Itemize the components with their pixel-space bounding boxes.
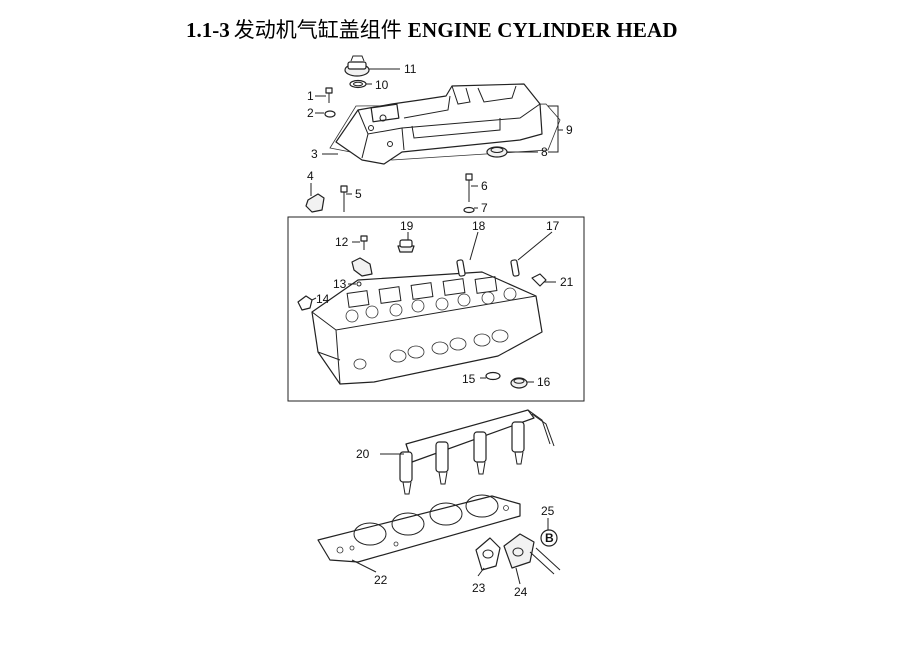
washer-7 bbox=[463, 206, 475, 214]
title-english: ENGINE CYLINDER HEAD bbox=[407, 18, 678, 42]
cylinder-head-frame bbox=[287, 216, 585, 402]
callout-5: 5 bbox=[355, 187, 362, 201]
title-code: 1.1-3 bbox=[186, 18, 230, 42]
plug-21 bbox=[531, 273, 547, 287]
title-chinese: 发动机气缸盖组件 bbox=[233, 18, 402, 42]
fuel-rail-group bbox=[399, 409, 555, 495]
bolt-6 bbox=[465, 173, 473, 181]
seal-15 bbox=[485, 371, 501, 381]
sleeve-18 bbox=[456, 259, 466, 277]
cap-part-4 bbox=[305, 193, 325, 213]
cylinder-head bbox=[311, 271, 543, 385]
injector-1 bbox=[399, 451, 413, 495]
callout-11: 11 bbox=[404, 62, 417, 76]
callout-21: 21 bbox=[560, 275, 574, 289]
loose-hardware bbox=[305, 173, 475, 214]
head-gasket-group bbox=[317, 494, 521, 563]
callout-14: 14 bbox=[316, 292, 330, 306]
callout-19: 19 bbox=[400, 219, 414, 233]
marker-circle bbox=[540, 529, 558, 547]
callout-18: 18 bbox=[472, 219, 486, 233]
callout-23: 23 bbox=[472, 581, 486, 595]
callout-labels: 11 10 1 2 3 8 9 4 5 6 7 12 19 18 17 21 1… bbox=[307, 62, 574, 599]
callout-7: 7 bbox=[481, 201, 488, 215]
fitting-14 bbox=[297, 295, 313, 311]
leader-lines bbox=[310, 68, 563, 585]
callout-13: 13 bbox=[333, 277, 347, 291]
bolt-5 bbox=[340, 185, 348, 193]
cylinder-head-group bbox=[297, 235, 547, 389]
callout-1: 1 bbox=[307, 89, 314, 103]
callout-20: 20 bbox=[356, 447, 370, 461]
marker-b: B bbox=[545, 531, 554, 545]
callout-15: 15 bbox=[462, 372, 476, 386]
gasket-23 bbox=[475, 537, 501, 571]
plug-19 bbox=[399, 239, 413, 248]
cylinder-head-cover-group bbox=[324, 55, 561, 165]
injector-3 bbox=[473, 431, 487, 475]
callout-4: 4 bbox=[307, 169, 314, 183]
callout-17: 17 bbox=[546, 219, 560, 233]
injector-2 bbox=[435, 441, 449, 485]
callout-12: 12 bbox=[335, 235, 349, 249]
callout-10: 10 bbox=[375, 78, 389, 92]
callout-3: 3 bbox=[311, 147, 318, 161]
flange-group bbox=[475, 529, 561, 575]
callout-8: 8 bbox=[541, 145, 548, 159]
sleeve-17 bbox=[510, 259, 520, 277]
callout-22: 22 bbox=[374, 573, 388, 587]
callout-9: 9 bbox=[566, 123, 573, 137]
callout-2: 2 bbox=[307, 106, 314, 120]
bolt-12 bbox=[360, 235, 368, 242]
bracket bbox=[351, 257, 373, 277]
callout-24: 24 bbox=[514, 585, 528, 599]
callout-6: 6 bbox=[481, 179, 488, 193]
injector-4 bbox=[511, 421, 525, 465]
callout-16: 16 bbox=[537, 375, 551, 389]
flange-24 bbox=[503, 533, 535, 569]
callout-25: 25 bbox=[541, 504, 555, 518]
